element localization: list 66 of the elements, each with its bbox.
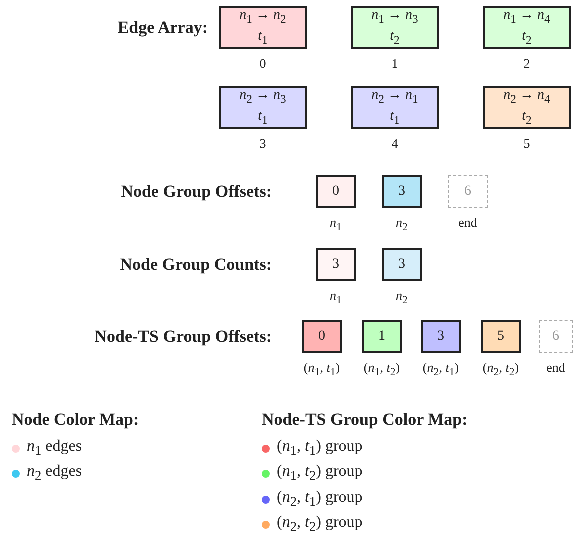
legend-label: n$_{1}$ edges: [27, 438, 82, 460]
index-label: 0: [260, 56, 266, 72]
array-cell: [382, 175, 422, 208]
offset-value: 6: [464, 183, 472, 200]
timestep-label: t$_{2}$: [522, 28, 532, 48]
offset-value: 5: [498, 328, 504, 345]
timestep-label: t$_{1}$: [390, 108, 400, 128]
index-label: 1: [392, 56, 398, 72]
row-heading: Edge Array:: [118, 18, 208, 38]
array-cell: [539, 320, 573, 353]
timestep-label: t$_{2}$: [390, 28, 400, 48]
offset-value: 0: [318, 328, 326, 345]
row-heading: Node Group Counts:: [120, 255, 272, 275]
edge-cell: [483, 86, 571, 129]
offset-value: 0: [332, 183, 340, 200]
row-heading: Node-TS Group Color Map:: [262, 410, 468, 430]
index-label: 4: [392, 136, 398, 152]
timestep-label: t$_{1}$: [258, 28, 268, 48]
array-cell: [421, 320, 461, 353]
cell-caption: n$_{1}$: [330, 288, 342, 307]
offset-value: 3: [398, 256, 406, 273]
cell-caption: (n$_{2}$, t$_{2}$): [482, 360, 520, 379]
index-label: 2: [524, 56, 530, 72]
cell-caption: end: [458, 215, 478, 231]
index-label: 3: [260, 136, 266, 152]
cell-caption: n$_{2}$: [396, 288, 408, 307]
array-cell: [302, 320, 342, 353]
cell-caption: n$_{2}$: [396, 215, 408, 234]
offset-value: 1: [378, 328, 386, 345]
cell-caption: end: [546, 360, 566, 376]
edge-cell: [351, 6, 439, 49]
array-cell: [316, 175, 356, 208]
cell-caption: (n$_{1}$, t$_{1}$): [304, 360, 340, 379]
row-heading: Node Color Map:: [12, 410, 140, 430]
timestep-label: t$_{2}$: [522, 108, 532, 128]
legend-label: (n$_{2}$, t$_{1}$) group: [277, 489, 363, 510]
legend-label: n$_{2}$ edges: [27, 463, 82, 484]
legend-label: (n$_{2}$, t$_{2}$) group: [277, 514, 363, 536]
offset-value: 3: [398, 183, 406, 200]
offset-value: 3: [332, 256, 340, 273]
edge-endpoints: n$_{2}$ → n$_{1}$: [372, 86, 418, 108]
edge-cell: [219, 6, 307, 49]
array-cell: [481, 320, 521, 353]
array-cell: [362, 320, 402, 353]
offset-value: 3: [438, 328, 444, 345]
edge-cell: [351, 86, 439, 129]
array-cell: [382, 248, 422, 281]
edge-endpoints: n$_{1}$ → n$_{2}$: [240, 6, 286, 28]
edge-endpoints: n$_{1}$ → n$_{3}$: [372, 6, 418, 28]
edge-cell: [483, 6, 571, 49]
edge-cell: [219, 86, 307, 129]
offset-value: 6: [552, 328, 560, 345]
row-heading: Node-TS Group Offsets:: [94, 327, 272, 347]
edge-endpoints: n$_{2}$ → n$_{4}$: [504, 86, 550, 108]
timestep-label: t$_{1}$: [258, 108, 268, 128]
array-cell: [448, 175, 488, 208]
row-heading: Node Group Offsets:: [121, 182, 272, 202]
cell-caption: n$_{1}$: [330, 215, 342, 234]
legend-label: (n$_{1}$, t$_{1}$) group: [277, 438, 363, 460]
array-cell: [316, 248, 356, 281]
edge-endpoints: n$_{2}$ → n$_{3}$: [240, 86, 286, 108]
index-label: 5: [524, 136, 530, 152]
cell-caption: (n$_{1}$, t$_{2}$): [364, 360, 400, 379]
cell-caption: (n$_{2}$, t$_{1}$): [422, 360, 460, 379]
edge-endpoints: n$_{1}$ → n$_{4}$: [504, 6, 550, 28]
legend-label: (n$_{1}$, t$_{2}$) group: [277, 463, 363, 484]
